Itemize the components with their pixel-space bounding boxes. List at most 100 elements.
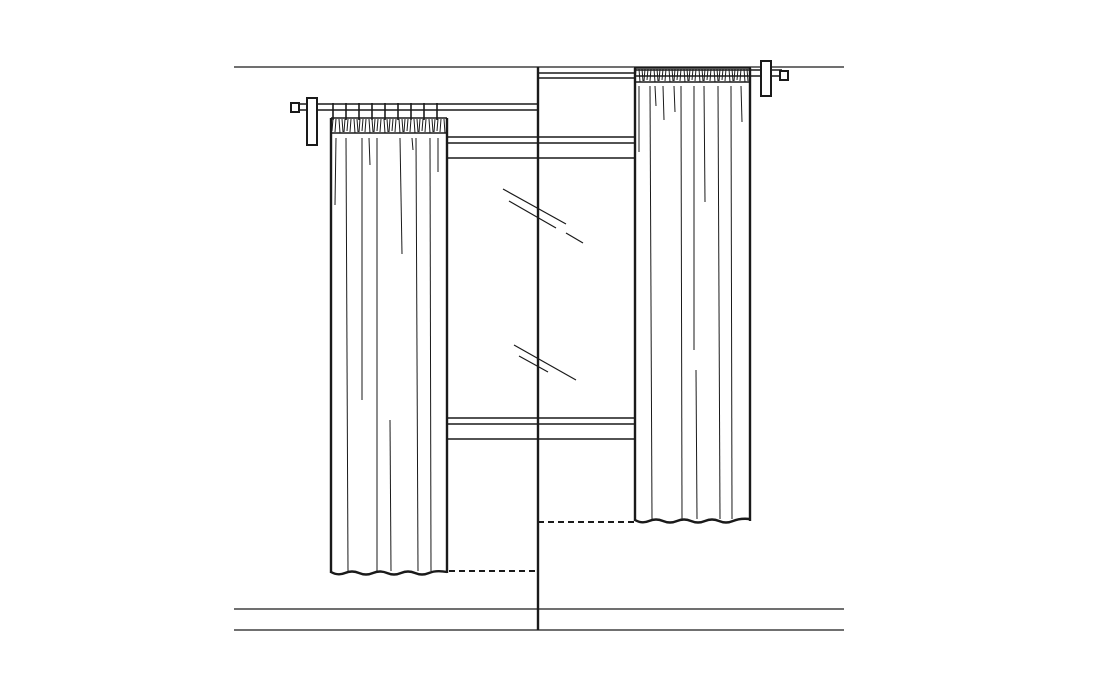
gather-stroke [691,68,694,81]
gather-stroke [718,68,721,82]
gather-stroke [428,118,431,134]
right-curtain [633,67,752,524]
gather-stroke [349,118,352,133]
gather-stroke [401,118,404,133]
gather-stroke [739,68,742,82]
gather-stroke [688,68,691,82]
gather-stroke [406,118,409,132]
gather-stroke [724,68,727,82]
gather-stroke [386,118,389,133]
gather-stroke [421,118,424,132]
gather-stroke [679,68,682,82]
right-rod-bracket [760,60,772,97]
gather-stroke [721,68,724,81]
gather-stroke [353,118,356,134]
fold [368,137,371,166]
gather-stroke [676,68,679,81]
gather-stroke [356,118,359,133]
gather-stroke [653,68,656,83]
glass-glare-2 [508,200,557,229]
gather-stroke [733,68,736,82]
gather-stroke [341,118,344,133]
gather-stroke [683,68,686,83]
fold [703,85,706,203]
gather-stroke [379,118,382,133]
fold [429,137,432,572]
gather-stroke [746,68,749,82]
gather-stroke [433,118,436,133]
gather-stroke [343,118,346,133]
right-curtain-hem [634,517,751,524]
gather-stroke [398,118,401,134]
right-rod-finial [779,70,789,81]
fold [411,137,414,151]
gather-stroke [743,68,746,83]
fold [695,369,698,520]
gather-stroke [443,118,446,134]
left-curtain-rod [290,97,538,146]
gather-stroke [358,118,361,133]
gather-stroke [661,68,664,81]
gather-stroke [364,118,367,133]
window-frame [447,136,634,440]
left-rod-rings [332,103,438,120]
gather-stroke [658,68,661,82]
gather-stroke [706,68,709,81]
gather-stroke [376,118,379,132]
gather-stroke [403,118,406,133]
left-rod-bracket [306,97,318,146]
gather-stroke [439,118,442,133]
gather-stroke [673,68,676,82]
gather-stroke [656,68,659,82]
left-curtain-folds [334,137,439,572]
gather-stroke [413,118,416,134]
gather-stroke [638,68,641,83]
gather-stroke [436,118,439,132]
fold [649,85,653,520]
gather-stroke [698,68,701,83]
gather-stroke [338,118,341,134]
gather-stroke [716,68,719,82]
gather-stroke [409,118,412,133]
gather-stroke [361,118,364,132]
fold [730,85,733,520]
gather-stroke [703,68,706,82]
left-curtain-hem [330,570,448,576]
left-curtain-gathers [331,118,446,134]
gather-stroke [368,118,371,134]
glass-glare-3 [565,232,584,244]
gather-stroke [424,118,427,133]
right-curtain-rod [634,60,789,97]
gather-stroke [686,68,689,82]
fold [334,137,337,206]
gather-stroke [731,68,734,82]
gather-stroke [418,118,421,133]
fold [654,85,657,107]
gather-stroke [664,68,667,82]
gather-stroke [346,118,349,132]
gather-stroke [641,68,644,82]
gather-stroke [391,118,394,132]
gather-stroke [388,118,391,133]
gather-stroke [334,118,337,133]
gather-stroke [646,68,649,81]
fold [680,85,683,520]
gather-stroke [713,68,716,83]
fold [717,85,721,520]
fold [399,137,403,255]
glass-glare-4 [513,344,577,381]
gather-stroke [668,68,671,83]
gather-stroke [709,68,712,82]
gather-stroke [394,118,397,133]
gather-stroke [694,68,697,82]
right-curtain-folds [638,85,743,520]
gather-stroke [671,68,674,82]
gather-stroke [701,68,704,82]
gather-stroke [736,68,739,81]
fold [673,85,676,113]
gather-stroke [728,68,731,83]
fold [662,85,665,121]
glass-glare-5 [518,355,549,373]
